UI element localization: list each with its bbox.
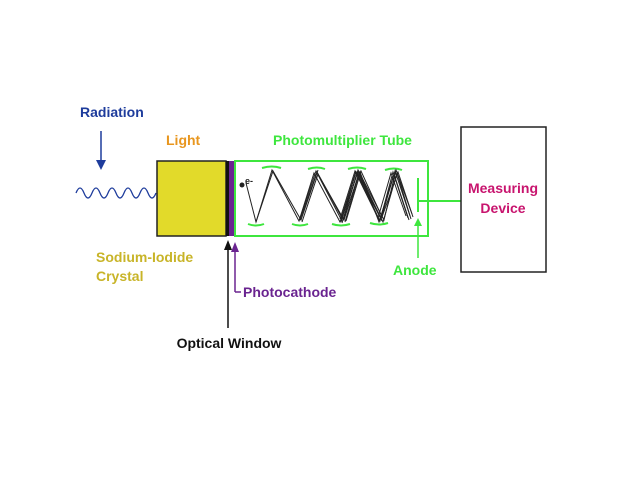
radiation-wave <box>75 187 157 199</box>
dynodes <box>247 165 403 227</box>
electron-dot <box>239 182 245 188</box>
measuring-device-box <box>460 126 547 273</box>
sodium-iodide-label: Sodium-Iodide <box>96 249 193 265</box>
electron-label: e- <box>245 176 253 186</box>
electron-cascade <box>245 168 414 224</box>
optical-window-label: Optical Window <box>177 335 282 351</box>
photocathode-arrowhead <box>231 242 239 252</box>
anode-label: Anode <box>393 262 437 278</box>
anode-arrowhead <box>414 218 422 226</box>
photocathode-label: Photocathode <box>243 284 337 300</box>
sodium-iodide-crystal <box>156 160 227 237</box>
crystal-label: Crystal <box>96 268 143 284</box>
light-label: Light <box>166 132 201 148</box>
photomultiplier-tube-label: Photomultiplier Tube <box>273 132 412 148</box>
optical-window <box>226 161 229 236</box>
radiation-label: Radiation <box>80 104 144 120</box>
photomultiplier-tube <box>234 160 429 237</box>
radiation-arrowhead <box>96 160 106 170</box>
device-label: Device <box>480 200 525 216</box>
photocathode <box>229 161 235 236</box>
measuring-label: Measuring <box>468 180 538 196</box>
optical-window-arrowhead <box>224 240 232 250</box>
